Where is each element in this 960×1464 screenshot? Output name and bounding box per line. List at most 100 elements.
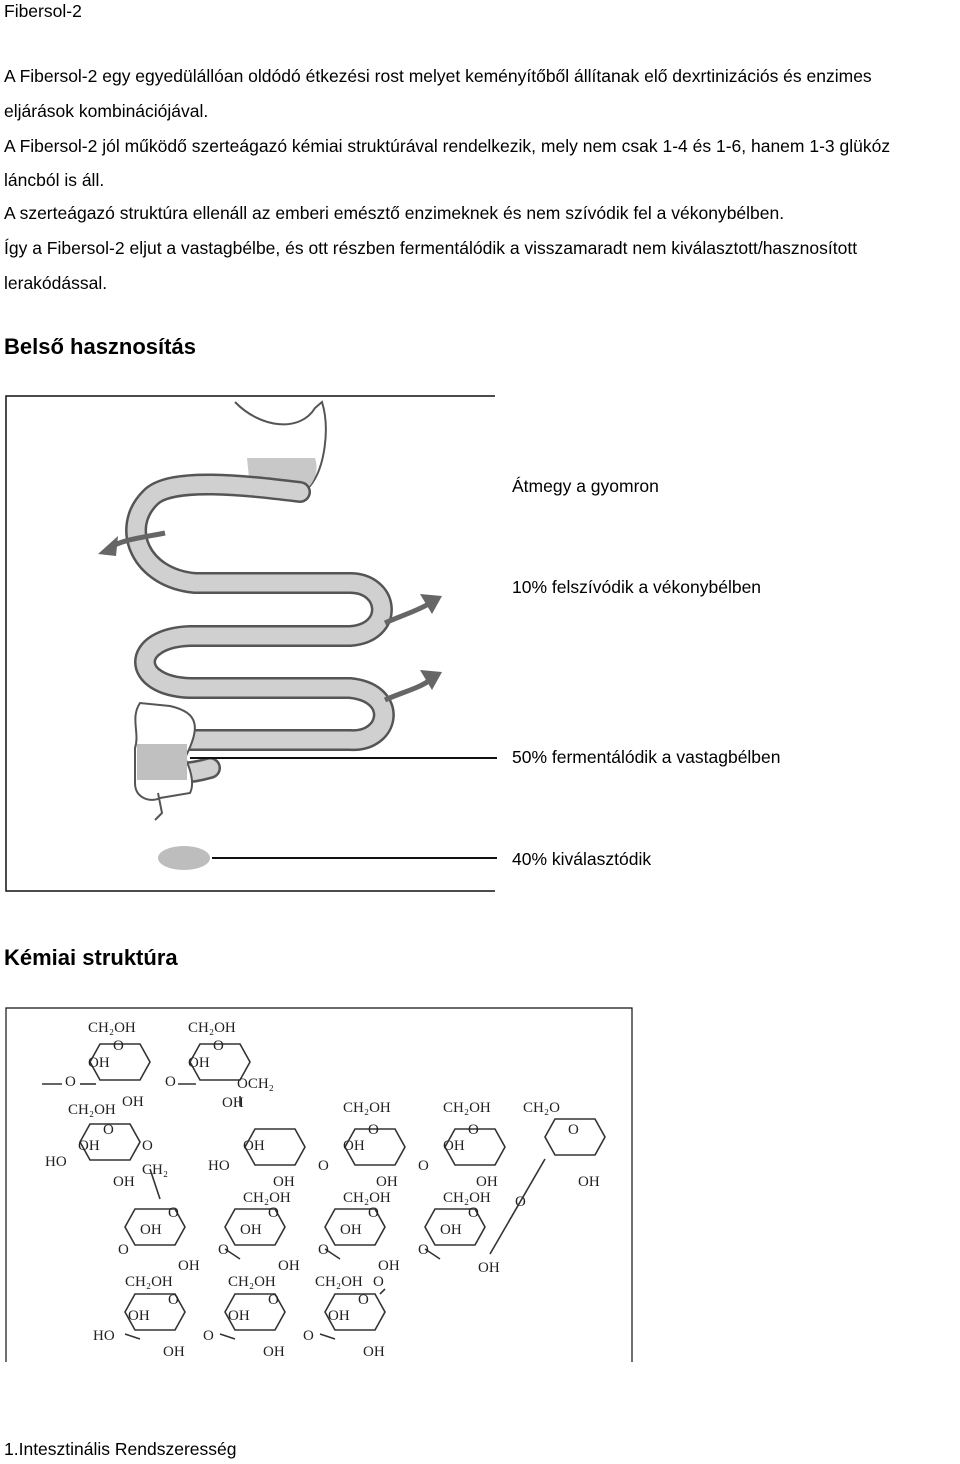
label-stomach: Átmegy a gyomron	[512, 476, 659, 496]
atom-label: OH	[122, 1094, 144, 1110]
diagram-frame	[5, 395, 495, 892]
atom-label: OH	[273, 1174, 295, 1190]
atom-label: OH	[443, 1138, 465, 1154]
label-small-intestine: 10% felszívódik a vékonybélben	[512, 577, 762, 597]
glucose-ring	[224, 1293, 286, 1331]
atom-label: O	[303, 1328, 314, 1344]
glucose-ring	[124, 1293, 186, 1331]
atom-label: OH	[240, 1222, 262, 1238]
glucose-ring	[79, 1123, 141, 1161]
atom-label: O	[165, 1074, 176, 1090]
atom-label: OH	[278, 1258, 300, 1274]
atom-label: O	[168, 1292, 179, 1308]
glucose-ring	[444, 1128, 506, 1166]
atom-label: CH₂OH	[243, 1190, 291, 1206]
atom-label: OH	[328, 1308, 350, 1324]
atom-label: O	[373, 1274, 384, 1290]
paragraph-line: A Fibersol-2 jól működő szerteágazó kémi…	[4, 136, 891, 156]
atom-label: HO	[45, 1154, 67, 1170]
atom-label: CH₂OH	[443, 1190, 491, 1206]
atom-label: O	[168, 1205, 179, 1221]
atom-label: O	[268, 1292, 279, 1308]
atom-label: O	[203, 1328, 214, 1344]
bond	[224, 1248, 241, 1260]
atom-label: CH₂OH	[228, 1274, 276, 1290]
atom-label: CH₂OH	[88, 1020, 136, 1036]
paragraph-line: láncból is áll.	[4, 170, 105, 190]
label-excretion: 40% kiválasztódik	[512, 849, 652, 869]
atom-label: OH	[243, 1138, 265, 1154]
atom-label: CH₂OH	[315, 1274, 363, 1290]
glucose-ring	[544, 1118, 606, 1156]
paragraph-line: Így a Fibersol-2 eljut a vastagbélbe, és…	[4, 238, 858, 258]
atom-label: HO	[208, 1158, 230, 1174]
bond	[149, 1168, 161, 1200]
glucose-ring	[244, 1128, 306, 1166]
glucose-ring	[124, 1208, 186, 1246]
bond	[379, 1288, 386, 1295]
atom-label: O	[113, 1038, 124, 1054]
atom-label: OH	[228, 1308, 250, 1324]
atom-label: CH₂O	[523, 1100, 560, 1116]
atom-label: O	[213, 1038, 224, 1054]
glucose-ring	[324, 1293, 386, 1331]
atom-label: OH	[163, 1344, 185, 1360]
atom-label: OH	[128, 1308, 150, 1324]
atom-label: OH	[263, 1344, 285, 1360]
atom-label: O	[103, 1122, 114, 1138]
footer-text: 1.Intesztinális Rendszeresség	[4, 1439, 237, 1459]
atom-label: CH₂OH	[125, 1274, 173, 1290]
atom-label: OH	[378, 1258, 400, 1274]
atom-label: O	[568, 1122, 579, 1138]
atom-label: O	[515, 1194, 526, 1210]
bond	[424, 1248, 441, 1260]
section-heading-chemical-structure: Kémiai struktúra	[4, 945, 178, 970]
atom-label: OH	[340, 1222, 362, 1238]
atom-label: O	[418, 1158, 429, 1174]
glucose-ring	[344, 1128, 406, 1166]
section-heading-internal-use: Belső hasznosítás	[4, 334, 196, 359]
atom-label: O	[358, 1292, 369, 1308]
paragraph-line: A Fibersol-2 egy egyedülállóan oldódó ét…	[4, 66, 872, 86]
bond	[319, 1333, 336, 1340]
atom-label: O	[65, 1074, 76, 1090]
digestive-tract-diagram	[5, 395, 497, 892]
atom-label: O	[468, 1122, 479, 1138]
paragraph-line: eljárások kombinációjával.	[4, 101, 209, 121]
atom-label: O	[318, 1158, 329, 1174]
bond	[124, 1333, 141, 1340]
paragraph-line: lerakódással.	[4, 273, 108, 293]
atom-label: OH	[478, 1260, 500, 1276]
label-large-intestine: 50% fermentálódik a vastagbélben	[512, 747, 781, 767]
glucose-ring	[89, 1043, 151, 1081]
atom-label: CH₂OH	[188, 1020, 236, 1036]
atom-label: CH₂OH	[343, 1190, 391, 1206]
atom-label: OH	[343, 1138, 365, 1154]
glucose-ring	[189, 1043, 251, 1081]
glucose-ring	[424, 1208, 486, 1246]
atom-label: OH	[113, 1174, 135, 1190]
atom-label: O	[418, 1242, 429, 1258]
atom-label: CH₂	[142, 1162, 168, 1178]
atom-label: OH	[476, 1174, 498, 1190]
atom-label: OH	[178, 1258, 200, 1274]
atom-label: OH	[578, 1174, 600, 1190]
atom-label: OH	[363, 1344, 385, 1360]
large-intestine-fill	[137, 744, 187, 780]
atom-label: OH	[376, 1174, 398, 1190]
document-title: Fibersol-2	[4, 1, 82, 21]
atom-label: OH	[78, 1138, 100, 1154]
structure-frame	[5, 1007, 633, 1362]
atom-label: CH₂OH	[343, 1100, 391, 1116]
paragraph-line: A szerteágazó struktúra ellenáll az embe…	[4, 203, 785, 223]
atom-label: CH₂OH	[68, 1102, 116, 1118]
atom-label: OH	[440, 1222, 462, 1238]
bond	[219, 1333, 236, 1340]
atom-label: O	[218, 1242, 229, 1258]
absorption-arrow	[383, 677, 432, 703]
atom-label: CH₂OH	[443, 1100, 491, 1116]
atom-label: OH	[188, 1055, 210, 1071]
atom-label: O	[368, 1205, 379, 1221]
atom-label: O	[118, 1242, 129, 1258]
